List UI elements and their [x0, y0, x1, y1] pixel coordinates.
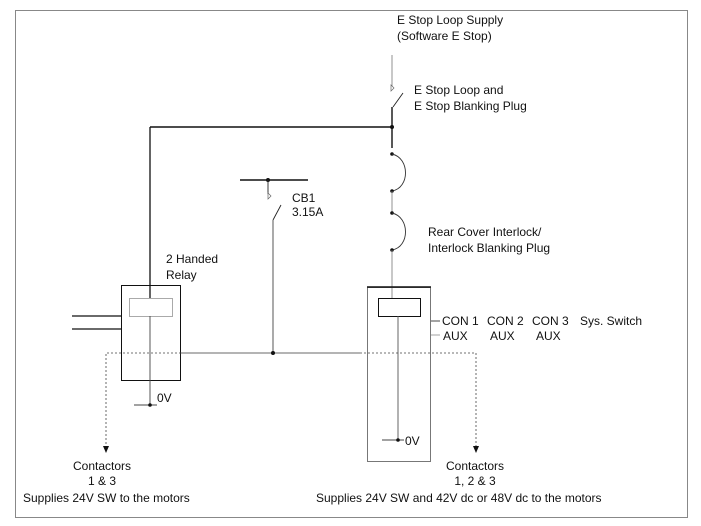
- supplies-left-label: Supplies 24V SW to the motors: [23, 491, 190, 505]
- cb1-blade: [272, 204, 282, 221]
- two-handed-relay: [121, 285, 181, 381]
- relay-label: 2 Handed: [166, 252, 218, 266]
- estop-loop-arc: [391, 153, 406, 192]
- estop-switch-blade: [392, 92, 404, 108]
- contactors-right-dotted-line: [360, 352, 477, 446]
- estop-supply-label: E Stop Loop Supply: [397, 13, 503, 27]
- arrow-down-icon: [473, 446, 479, 453]
- contactors-right-label: Contactors: [446, 459, 504, 473]
- con-label: CON 1: [442, 314, 479, 328]
- ground-label: 0V: [405, 434, 420, 448]
- estop-supply-label: (Software E Stop): [397, 29, 492, 43]
- cb1-contact: [267, 192, 272, 200]
- contactors-left-dotted-line: [105, 352, 181, 446]
- estop-loop-label: E Stop Blanking Plug: [414, 99, 527, 113]
- contactors-left-label: 1 & 3: [88, 474, 116, 488]
- relay-coil: [129, 298, 173, 317]
- relay-label: Relay: [166, 268, 197, 282]
- aux-label: AUX: [536, 329, 561, 343]
- diagram-frame: [15, 10, 688, 518]
- estop-loop-label: E Stop Loop and: [414, 83, 503, 97]
- interlock-arc: [391, 212, 406, 251]
- ground-dot: [396, 438, 400, 442]
- sys-switch-label: Sys. Switch: [580, 314, 642, 328]
- cb1-rating: 3.15A: [292, 205, 323, 219]
- con-label: CON 3: [532, 314, 569, 328]
- contactor-box: [367, 287, 431, 462]
- aux-label: AUX: [443, 329, 468, 343]
- aux-label: AUX: [490, 329, 515, 343]
- ground-label: 0V: [157, 391, 172, 405]
- contactors-right-label: 1, 2 & 3: [454, 474, 496, 488]
- ground-dot: [148, 403, 152, 407]
- arrow-down-icon: [103, 446, 109, 453]
- con-label: CON 2: [487, 314, 524, 328]
- cb1-label: CB1: [292, 191, 316, 205]
- contactors-left-label: Contactors: [73, 459, 131, 473]
- estop-switch-contact: [390, 84, 395, 92]
- interlock-label: Rear Cover Interlock/: [428, 225, 542, 239]
- contactor-coil: [378, 298, 421, 317]
- junction-dot: [271, 351, 275, 355]
- supplies-right-label: Supplies 24V SW and 42V dc or 48V dc to …: [316, 491, 602, 505]
- interlock-label: Interlock Blanking Plug: [428, 241, 550, 255]
